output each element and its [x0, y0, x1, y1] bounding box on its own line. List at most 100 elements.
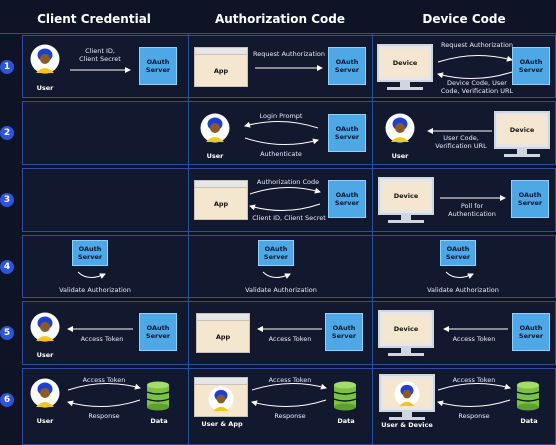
- column-divider: [188, 34, 189, 445]
- poll-authentication-label: Poll for Authentication: [448, 202, 496, 218]
- user-avatar: [208, 386, 234, 412]
- arrow-cycle: [437, 382, 511, 391]
- response-label: Response: [274, 412, 306, 420]
- client-id-secret-label: Client ID, Client Secret: [252, 214, 326, 222]
- validate-authorization-label: Validate Authorization: [245, 286, 317, 294]
- user-app-label: User & App: [201, 420, 243, 428]
- user-label: User: [391, 152, 409, 160]
- oauth-server: OAuth Server: [328, 114, 366, 152]
- request-authorization-label: Request Authorization: [252, 50, 325, 58]
- device-label: Device: [498, 116, 546, 144]
- validate-authorization-label: Validate Authorization: [59, 286, 131, 294]
- step-number: 1: [0, 60, 14, 74]
- step-number: 2: [0, 126, 14, 140]
- oauth-server: OAuth Server: [72, 240, 108, 266]
- step-number: 6: [0, 393, 14, 407]
- user-avatar: [30, 44, 60, 74]
- data-label: Data: [150, 417, 168, 425]
- app-window: App: [196, 313, 250, 353]
- arrow-cycle: [67, 382, 141, 391]
- oauth-server: OAuth Server: [139, 313, 177, 351]
- arrow-cycle: [244, 137, 319, 146]
- arrow-cycle: [437, 71, 513, 80]
- header-authorization-code: Authorization Code: [214, 12, 346, 26]
- response-label: Response: [458, 412, 490, 420]
- device-code-label: Device Code, User Code, Verification URL: [440, 79, 514, 95]
- arrow-cycle: [77, 271, 106, 279]
- oauth-server: OAuth Server: [139, 47, 177, 85]
- oauth-server: OAuth Server: [328, 180, 366, 218]
- user-code-label: User Code, Verification URL: [435, 134, 487, 150]
- access-token-label: Access Token: [452, 376, 496, 384]
- arrow-cycle: [437, 399, 511, 408]
- arrow-cycle: [251, 399, 327, 408]
- user-avatar: [385, 113, 415, 143]
- oauth-server: OAuth Server: [512, 313, 550, 351]
- data-label: Data: [337, 417, 355, 425]
- client-id-secret-label: Client ID, Client Secret: [79, 47, 121, 63]
- user-device-label: User & Device: [381, 421, 433, 429]
- step-number: 5: [0, 326, 14, 340]
- user-avatar: [200, 113, 230, 143]
- oauth-server: OAuth Server: [328, 47, 366, 85]
- device-monitor: Device: [377, 44, 433, 90]
- step-number: 3: [0, 193, 14, 207]
- header-device-code: Device Code: [422, 12, 506, 26]
- arrow-cycle: [437, 54, 513, 63]
- oauth-server: OAuth Server: [325, 313, 363, 351]
- access-token-label: Access Token: [452, 335, 496, 343]
- app-window: App: [194, 180, 248, 220]
- user-avatar: [30, 312, 60, 342]
- app-label: App: [213, 67, 229, 75]
- arrow-cycle: [244, 120, 319, 129]
- device-monitor: Device: [494, 111, 550, 157]
- access-token-label: Access Token: [268, 376, 312, 384]
- oauth-server: OAuth Server: [440, 240, 476, 266]
- arrow-cycle: [249, 186, 321, 195]
- row-1: [22, 35, 556, 98]
- header-client-credential: Client Credential: [37, 12, 151, 26]
- oauth-server: OAuth Server: [511, 180, 549, 218]
- device-label: Device: [382, 182, 430, 210]
- authenticate-label: Authenticate: [260, 150, 302, 158]
- access-token-label: Access Token: [80, 335, 124, 343]
- arrow-cycle: [445, 271, 474, 279]
- access-token-label: Access Token: [268, 335, 312, 343]
- user-avatar: [394, 381, 420, 407]
- user-label: User: [206, 152, 224, 160]
- app-window: App: [194, 47, 248, 87]
- user-label: User: [36, 417, 54, 425]
- column-divider: [372, 34, 373, 445]
- device-label: Device: [382, 315, 430, 343]
- user-label: User: [36, 351, 54, 359]
- user-label: User: [36, 84, 54, 92]
- access-token-label: Access Token: [82, 376, 126, 384]
- row-5: [22, 301, 556, 365]
- data-label: Data: [520, 417, 538, 425]
- row-2: [22, 101, 556, 165]
- authorization-code-label: Authorization Code: [256, 178, 320, 186]
- device-monitor: Device: [378, 177, 434, 223]
- arrow-cycle: [249, 203, 321, 212]
- validate-authorization-label: Validate Authorization: [427, 286, 499, 294]
- step-number: 4: [0, 260, 14, 274]
- database-icon: [333, 381, 357, 411]
- row-3: [22, 168, 556, 232]
- database-icon: [516, 381, 540, 411]
- oauth-server: OAuth Server: [512, 47, 550, 85]
- header-rule: [0, 33, 556, 34]
- app-label: App: [215, 333, 231, 341]
- user-avatar: [30, 378, 60, 408]
- login-prompt-label: Login Prompt: [259, 112, 303, 120]
- arrow-cycle: [262, 271, 291, 279]
- device-label: Device: [381, 49, 429, 77]
- device-monitor: Device: [378, 310, 434, 356]
- app-label: App: [213, 200, 229, 208]
- database-icon: [146, 381, 170, 411]
- arrow-cycle: [251, 382, 327, 391]
- request-authorization-label: Request Authorization: [440, 41, 513, 49]
- response-label: Response: [88, 412, 120, 420]
- oauth-server: OAuth Server: [258, 240, 294, 266]
